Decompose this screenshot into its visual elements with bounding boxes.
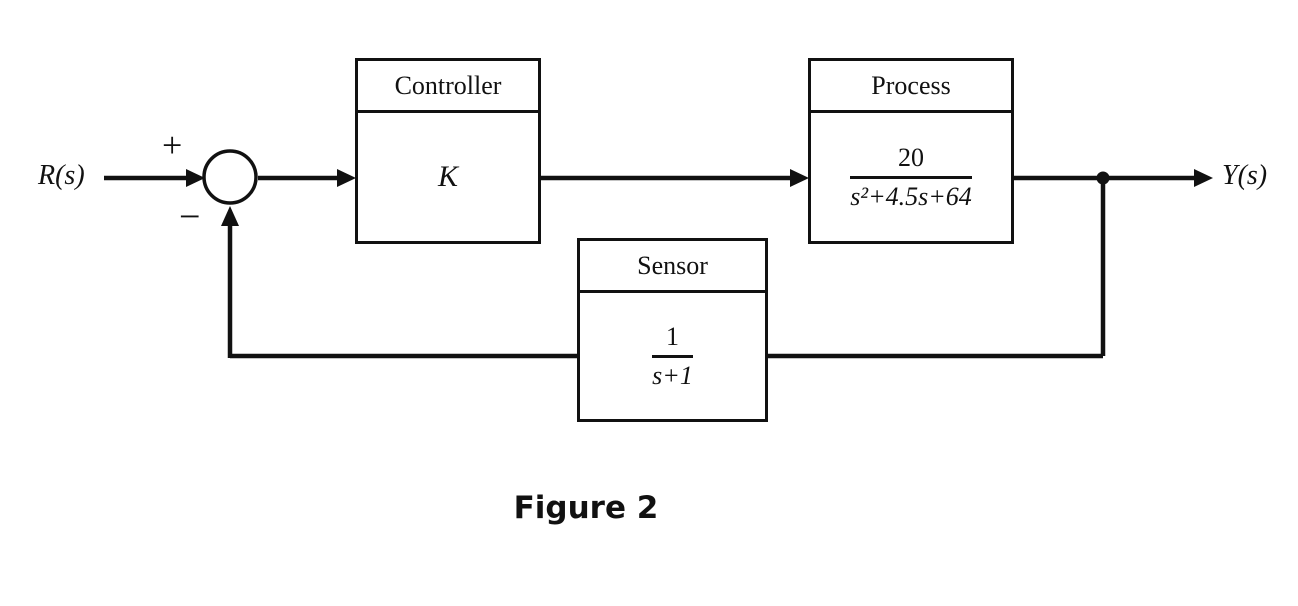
process-body: 20 s²+4.5s+64	[811, 113, 1011, 241]
control-arrow-icon	[790, 169, 809, 187]
sensor-numerator: 1	[652, 322, 693, 358]
controller-title: Controller	[358, 61, 538, 113]
input-label: R(s)	[38, 160, 85, 191]
controller-body: K	[358, 113, 538, 241]
process-transfer-function: 20 s²+4.5s+64	[850, 143, 972, 212]
branch-point	[1096, 171, 1110, 185]
plus-sign-label: +	[162, 125, 183, 165]
output-arrow-icon	[1194, 169, 1213, 187]
feedback-arrow-icon	[221, 206, 239, 226]
process-denominator: s²+4.5s+64	[850, 181, 972, 211]
summing-junction	[202, 149, 258, 205]
process-numerator: 20	[850, 143, 972, 179]
sensor-title: Sensor	[580, 241, 765, 293]
sensor-body: 1 s+1	[580, 293, 765, 419]
process-title: Process	[811, 61, 1011, 113]
minus-sign-label: −	[179, 196, 201, 238]
process-block: Process 20 s²+4.5s+64	[808, 58, 1014, 244]
controller-gain: K	[437, 160, 458, 193]
sensor-denominator: s+1	[652, 360, 693, 390]
output-label: Y(s)	[1222, 160, 1268, 191]
sensor-transfer-function: 1 s+1	[652, 322, 693, 391]
input-arrow-icon	[186, 169, 205, 187]
figure-caption: Figure 2	[513, 490, 659, 526]
controller-block: Controller K	[355, 58, 541, 244]
error-arrow-icon	[337, 169, 356, 187]
sensor-block: Sensor 1 s+1	[577, 238, 768, 422]
